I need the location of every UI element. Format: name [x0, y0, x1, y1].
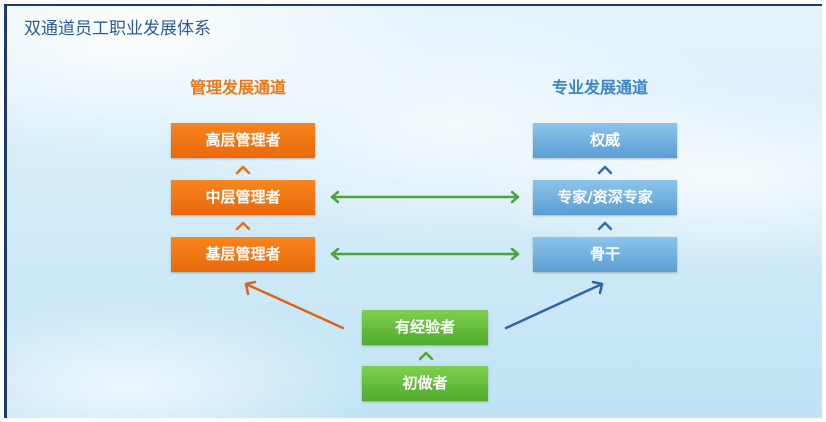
senior-manager-box: 高层管理者 — [171, 123, 315, 158]
management-heading: 管理发展通道 — [190, 78, 287, 97]
caret-up-icon — [235, 165, 251, 175]
diagram-title: 双通道员工职业发展体系 — [24, 19, 211, 39]
experienced-box: 有经验者 — [362, 310, 488, 345]
caret-up-icon — [418, 351, 434, 361]
backbone-box: 骨干 — [533, 237, 677, 272]
arrow-to-professional — [504, 280, 604, 330]
middle-manager-box: 中层管理者 — [171, 180, 315, 215]
authority-box: 权威 — [533, 123, 677, 158]
double-arrow-junior — [330, 247, 520, 261]
junior-manager-box: 基层管理者 — [171, 237, 315, 272]
beginner-box: 初做者 — [362, 366, 488, 401]
double-arrow-middle — [330, 190, 520, 204]
arrow-to-management — [244, 280, 345, 330]
caret-up-icon — [597, 165, 613, 175]
professional-heading: 专业发展通道 — [552, 78, 649, 97]
caret-up-icon — [235, 221, 251, 231]
caret-up-icon — [597, 221, 613, 231]
diagram-frame — [4, 4, 822, 418]
expert-box: 专家/资深专家 — [533, 180, 677, 215]
